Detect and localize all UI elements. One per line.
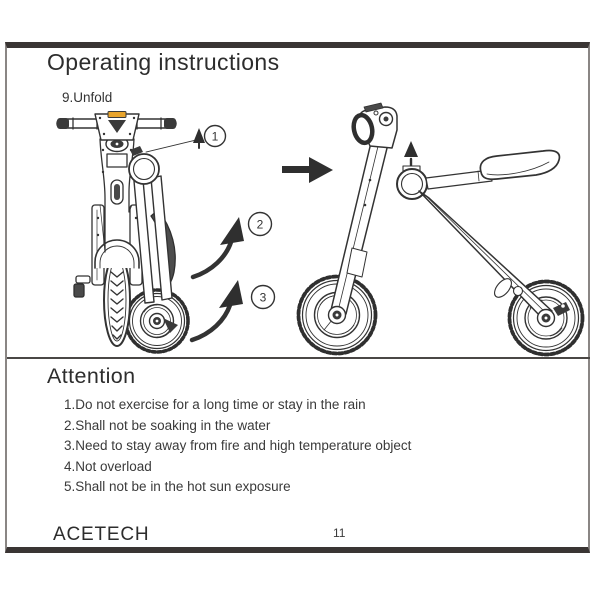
attention-heading: Attention: [47, 364, 136, 388]
attention-item: 3.Need to stay away from fire and high t…: [64, 438, 412, 453]
attention-item: 2.Shall not be soaking in the water: [64, 417, 271, 433]
attention-item: 5.Shall not be in the hot sun exposure: [64, 479, 291, 494]
step-label: 9.Unfold: [62, 90, 113, 105]
page-title: Operating instructions: [47, 49, 280, 75]
brand-logo: ACETECH: [53, 524, 150, 545]
attention-item: 1.Do not exercise for a long time or sta…: [64, 397, 366, 412]
attention-item: 4.Not overload: [64, 458, 152, 474]
page-number: 11: [333, 526, 346, 540]
section-divider: [7, 357, 590, 359]
attention-list: 1.Do not exercise for a long time or sta…: [64, 395, 544, 498]
